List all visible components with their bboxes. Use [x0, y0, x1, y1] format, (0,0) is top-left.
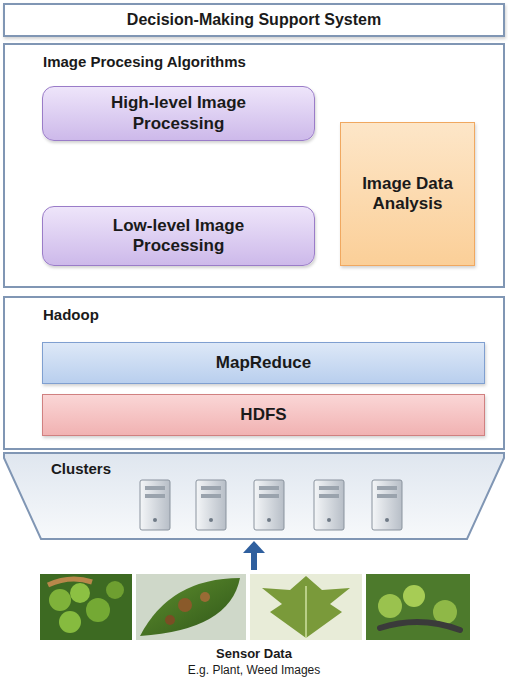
leaf-photo — [136, 574, 246, 640]
plant-photo — [40, 574, 132, 640]
cluster-shape — [4, 453, 504, 539]
box-label: Low-level Image Processing — [84, 216, 274, 257]
layer-panel: Image Procesing AlgorithmsHigh-level Ima… — [3, 43, 505, 288]
box-label: Decision-Making Support System — [127, 10, 381, 29]
box-label: Image Data Analysis — [350, 174, 465, 215]
analysis-box: Image Data Analysis — [340, 122, 475, 266]
box-label: MapReduce — [216, 353, 311, 373]
framework-bar: MapReduce — [42, 342, 485, 384]
cluster-trapezoid: Clusters — [3, 452, 505, 540]
box-label: HDFS — [240, 405, 286, 425]
pest-photo — [366, 574, 470, 640]
process-box: High-level Image Processing — [42, 86, 315, 141]
caption-note: E.g. Plant, Weed Images — [54, 663, 454, 677]
heading: Image Procesing Algorithms — [43, 53, 503, 71]
storage-bar: HDFS — [42, 394, 485, 436]
process-box: Low-level Image Processing — [42, 206, 315, 266]
heading: Hadoop — [43, 306, 503, 324]
upload-arrow — [243, 541, 265, 570]
layer-panel: HadoopMapReduceHDFS — [3, 296, 505, 450]
box-label: High-level Image Processing — [84, 93, 274, 134]
caption-label: Sensor Data — [54, 646, 454, 662]
system-box: Decision-Making Support System — [3, 3, 505, 37]
heading: Clusters — [51, 460, 505, 478]
weed-photo — [250, 574, 362, 640]
